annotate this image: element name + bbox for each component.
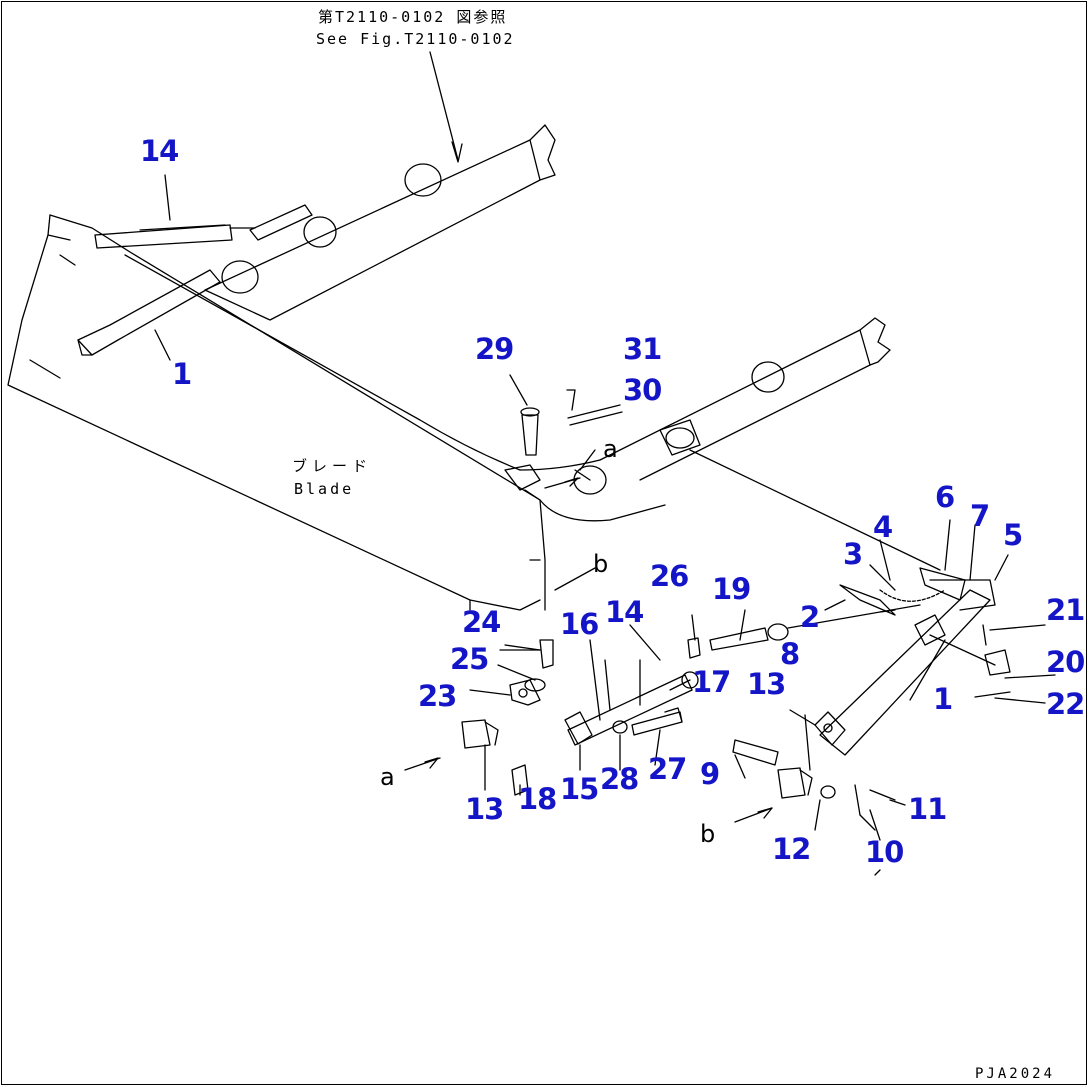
callout-27: 27 — [648, 752, 687, 786]
callout-21: 21 — [1046, 593, 1085, 627]
view-ref-b-lower: b — [700, 820, 716, 848]
callout-28: 28 — [600, 762, 639, 796]
callout-17: 17 — [692, 665, 731, 699]
callout-13-left: 13 — [465, 792, 504, 826]
callout-26: 26 — [650, 559, 689, 593]
view-ref-a-upper: a — [603, 435, 618, 463]
callout-16: 16 — [560, 607, 599, 641]
callout-20: 20 — [1046, 645, 1085, 679]
callout-8: 8 — [780, 637, 800, 671]
callout-2: 2 — [800, 600, 820, 634]
callout-15: 15 — [560, 772, 599, 806]
callout-19: 19 — [712, 572, 751, 606]
clamp-13-right — [777, 767, 806, 799]
callout-6: 6 — [935, 480, 955, 514]
blade-outline — [7, 214, 471, 611]
rod-19 — [709, 627, 769, 651]
reference-figure-jp: 第T2110-0102 図参照 — [318, 8, 508, 26]
left-frame — [204, 139, 541, 321]
reference-figure-en: See Fig.T2110-0102 — [316, 30, 515, 48]
view-ref-a-lower: a — [380, 763, 395, 791]
callout-7: 7 — [970, 499, 990, 533]
callout-29: 29 — [475, 332, 514, 366]
callout-13-right: 13 — [747, 667, 786, 701]
callout-14-lower: 14 — [605, 595, 644, 629]
callout-5: 5 — [1003, 518, 1023, 552]
callout-25: 25 — [450, 642, 489, 676]
right-cylinder — [819, 589, 991, 756]
callout-9: 9 — [700, 757, 720, 791]
upper-cylinder — [94, 224, 233, 249]
callout-31: 31 — [623, 332, 662, 366]
callout-3: 3 — [843, 537, 863, 571]
callout-12: 12 — [772, 832, 811, 866]
callout-24: 24 — [462, 605, 501, 639]
figure-code: PJA2024 — [975, 1066, 1056, 1082]
lower-cylinder — [567, 674, 693, 746]
clamp-13-left — [461, 719, 491, 749]
callout-1-lower: 1 — [933, 682, 953, 716]
callout-22: 22 — [1046, 687, 1085, 721]
left-cylinder — [77, 269, 221, 356]
callout-14-upper: 14 — [140, 134, 179, 168]
blade-label-en: Blade — [294, 480, 355, 498]
callout-30: 30 — [623, 373, 662, 407]
callout-1-upper: 1 — [172, 357, 192, 391]
view-ref-b-upper: b — [593, 550, 609, 578]
callout-11: 11 — [908, 792, 947, 826]
callout-10: 10 — [865, 835, 904, 869]
callout-4: 4 — [873, 510, 893, 544]
right-frame — [599, 329, 871, 481]
blade-label-jp: ブレード — [292, 457, 373, 475]
callout-18: 18 — [518, 782, 557, 816]
callout-23: 23 — [418, 679, 457, 713]
